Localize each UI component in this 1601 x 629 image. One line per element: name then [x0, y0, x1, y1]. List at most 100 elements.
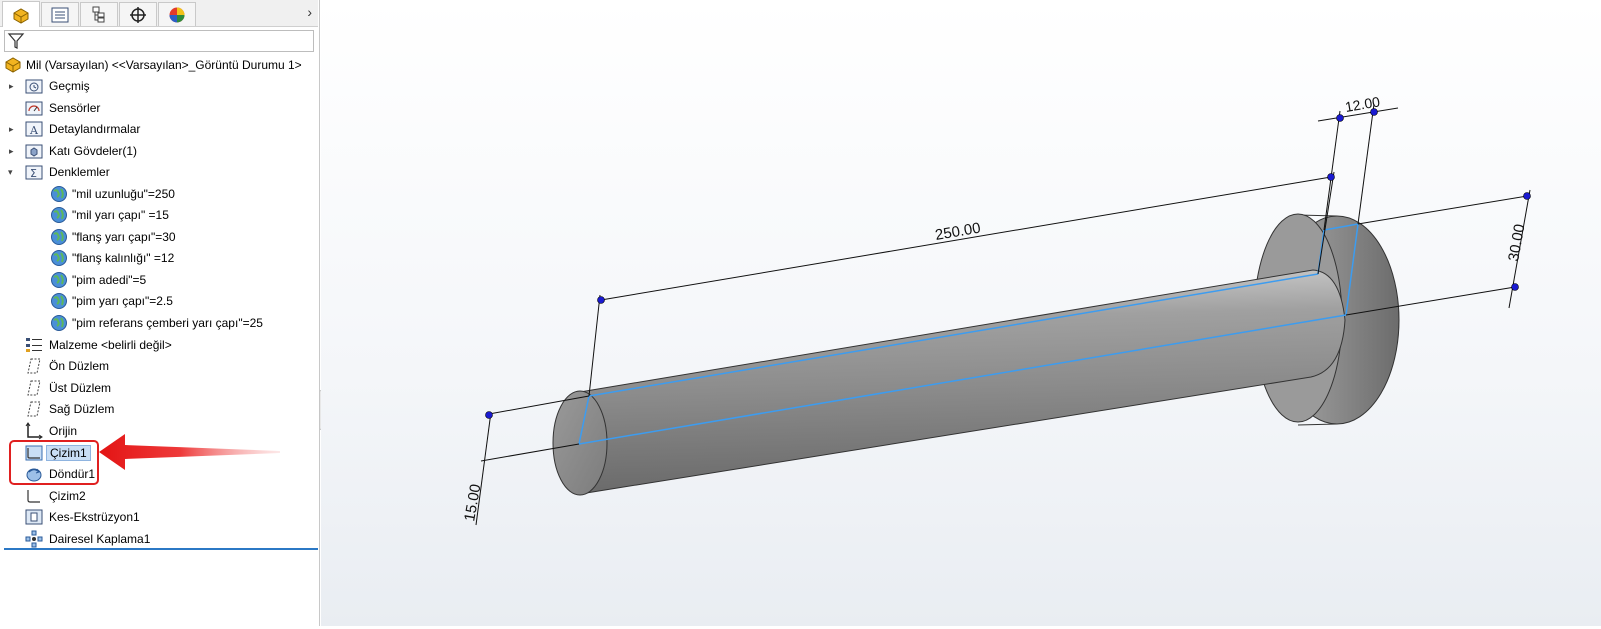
configuration-manager-icon	[92, 6, 105, 22]
plane-icon	[27, 380, 41, 395]
revolve-icon	[26, 468, 42, 481]
feature-manager-panel: › Mil (Varsayılan) <<Varsayılan>_Görüntü…	[0, 0, 320, 626]
dimxpert-icon	[130, 6, 146, 23]
model-view[interactable]: 250.00 12.00 30.00 15.00	[321, 0, 1601, 626]
equation-label: "flanş kalınlığı" =12	[72, 250, 175, 265]
sketch-icon	[27, 489, 40, 503]
equation-item[interactable]: "flanş yarı çapı"=30	[0, 226, 318, 247]
tree-item-label: Orijin	[49, 423, 78, 438]
dimension-handles[interactable]	[485, 108, 1531, 419]
origin-icon	[25, 421, 43, 439]
annotation-highlight-box	[9, 440, 99, 485]
equation-item[interactable]: "pim referans çemberi yarı çapı"=25	[0, 312, 318, 333]
equation-label: "pim adedi"=5	[72, 272, 147, 287]
equation-item[interactable]: "pim yarı çapı"=2.5	[0, 290, 318, 311]
tree-item-cut-extrude1[interactable]: Kes-Ekstrüzyon1	[0, 506, 318, 527]
tree-root-part[interactable]: Mil (Varsayılan) <<Varsayılan>_Görüntü D…	[0, 54, 318, 75]
sensors-icon	[25, 101, 43, 115]
tree-item-label: Döndür1	[49, 466, 96, 481]
equation-label: "pim referans çemberi yarı çapı"=25	[72, 315, 263, 330]
dimension-handle[interactable]	[597, 296, 605, 304]
equation-item[interactable]: "flanş kalınlığı" =12	[0, 247, 318, 268]
tree-item-label: Denklemler	[49, 164, 110, 179]
display-manager-icon	[169, 7, 185, 22]
svg-text:Σ: Σ	[30, 167, 37, 180]
collapse-arrow-icon[interactable]: ▾	[8, 166, 13, 177]
tree-item-history[interactable]: ▸ Geçmiş	[0, 75, 318, 96]
expand-arrow-icon[interactable]: ▸	[9, 123, 14, 134]
global-variable-icon	[51, 206, 67, 223]
tab-configuration-manager[interactable]	[80, 2, 118, 26]
tree-item-front-plane[interactable]: Ön Düzlem	[0, 355, 318, 376]
sketch-icon	[25, 445, 43, 460]
tree-item-solid-bodies[interactable]: ▸ Katı Gövdeler(1)	[0, 140, 318, 161]
global-variable-icon	[51, 185, 67, 202]
tree-item-label: Sağ Düzlem	[49, 401, 115, 416]
expand-arrow-icon[interactable]: ▸	[9, 145, 14, 156]
solid-bodies-folder-icon	[25, 144, 43, 158]
tree-item-circular-pattern1[interactable]: Dairesel Kaplama1	[0, 528, 318, 549]
tree-root-label: Mil (Varsayılan) <<Varsayılan>_Görüntü D…	[26, 57, 302, 72]
tree-item-label: Sensörler	[49, 100, 101, 115]
dimension-flange-thickness-text[interactable]: 12.00	[1344, 93, 1381, 115]
tree-item-label: Detaylandırmalar	[49, 121, 141, 136]
tree-item-right-plane[interactable]: Sağ Düzlem	[0, 398, 318, 419]
sketch1-profile[interactable]	[578, 223, 1359, 445]
tree-item-origin[interactable]: Orijin	[0, 420, 318, 441]
equations-folder-icon: Σ	[25, 165, 43, 180]
dimension-handle[interactable]	[485, 411, 493, 419]
svg-text:A: A	[29, 124, 39, 137]
global-variable-icon	[51, 249, 67, 266]
tree-item-label: Kes-Ekstrüzyon1	[49, 509, 140, 524]
equation-item[interactable]: "mil uzunluğu"=250	[0, 183, 318, 204]
dimension-handle[interactable]	[1336, 114, 1344, 122]
equation-label: "pim yarı çapı"=2.5	[72, 293, 173, 308]
plane-icon	[27, 358, 41, 373]
equation-label: "mil yarı çapı" =15	[72, 207, 169, 222]
tab-dimxpert-manager[interactable]	[119, 2, 157, 26]
tree-item-equations[interactable]: ▾ Σ Denklemler	[0, 161, 318, 182]
annotations-icon: A	[25, 121, 43, 137]
equation-item[interactable]: "mil yarı çapı" =15	[0, 204, 318, 225]
tab-feature-manager[interactable]	[2, 1, 40, 27]
annotation-arrow-icon	[99, 434, 280, 470]
expand-arrow-icon[interactable]: ▸	[9, 80, 14, 91]
tree-item-label: Dairesel Kaplama1	[49, 531, 151, 546]
tree-filter-input[interactable]	[4, 30, 314, 52]
tree-item-label: Üst Düzlem	[49, 380, 112, 395]
dimension-handle[interactable]	[1370, 108, 1378, 116]
global-variable-icon	[51, 292, 67, 309]
tree-item-sketch2[interactable]: Çizim2	[0, 485, 318, 506]
dimension-length-text[interactable]: 250.00	[934, 220, 982, 244]
tree-item-revolve1[interactable]: Döndür1	[0, 463, 318, 484]
tree-item-label: Katı Gövdeler(1)	[49, 143, 138, 158]
tree-item-sensors[interactable]: Sensörler	[0, 97, 318, 118]
history-folder-icon	[25, 79, 43, 93]
equation-label: "mil uzunluğu"=250	[72, 186, 175, 201]
tree-item-sketch1[interactable]: Çizim1	[0, 442, 318, 463]
tree-item-material[interactable]: Malzeme <belirli değil>	[0, 334, 318, 355]
tree-item-label: Geçmiş	[49, 78, 90, 93]
tree-item-label: Çizim2	[49, 488, 86, 503]
dimension-handle[interactable]	[1511, 283, 1519, 291]
feature-manager-icon	[13, 7, 29, 24]
shaft-body[interactable]	[552, 269, 1346, 496]
plane-icon	[27, 401, 41, 416]
material-icon	[26, 337, 42, 352]
global-variable-icon	[51, 271, 67, 288]
equation-item[interactable]: "pim adedi"=5	[0, 269, 318, 290]
dimension-shaft-radius-text[interactable]: 15.00	[461, 483, 484, 523]
tab-property-manager[interactable]	[41, 2, 79, 26]
dimension-handle[interactable]	[1523, 192, 1531, 200]
tab-display-manager[interactable]	[158, 2, 196, 26]
tree-item-top-plane[interactable]: Üst Düzlem	[0, 377, 318, 398]
tree-item-annotations[interactable]: ▸ A Detaylandırmalar	[0, 118, 318, 139]
equation-label: "flanş yarı çapı"=30	[72, 229, 176, 244]
dimension-flange-radius-text[interactable]: 30.00	[1505, 223, 1528, 263]
dimension-handle[interactable]	[1327, 173, 1335, 181]
tree-item-label: Malzeme <belirli değil>	[49, 337, 172, 352]
rollback-bar[interactable]	[4, 548, 318, 550]
more-tabs-chevron-icon[interactable]: ›	[307, 4, 312, 20]
graphics-viewport[interactable]: 250.00 12.00 30.00 15.00	[321, 0, 1601, 626]
manager-tabs: ›	[0, 0, 318, 27]
